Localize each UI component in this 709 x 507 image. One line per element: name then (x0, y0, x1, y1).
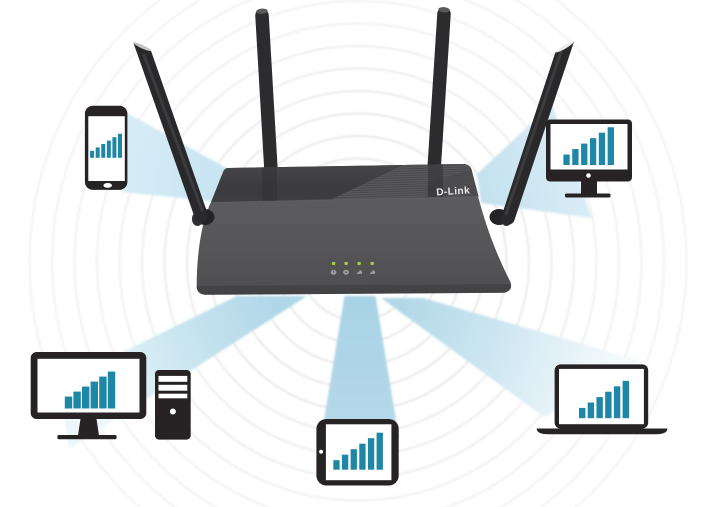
svg-text:D-Link: D-Link (436, 185, 470, 198)
